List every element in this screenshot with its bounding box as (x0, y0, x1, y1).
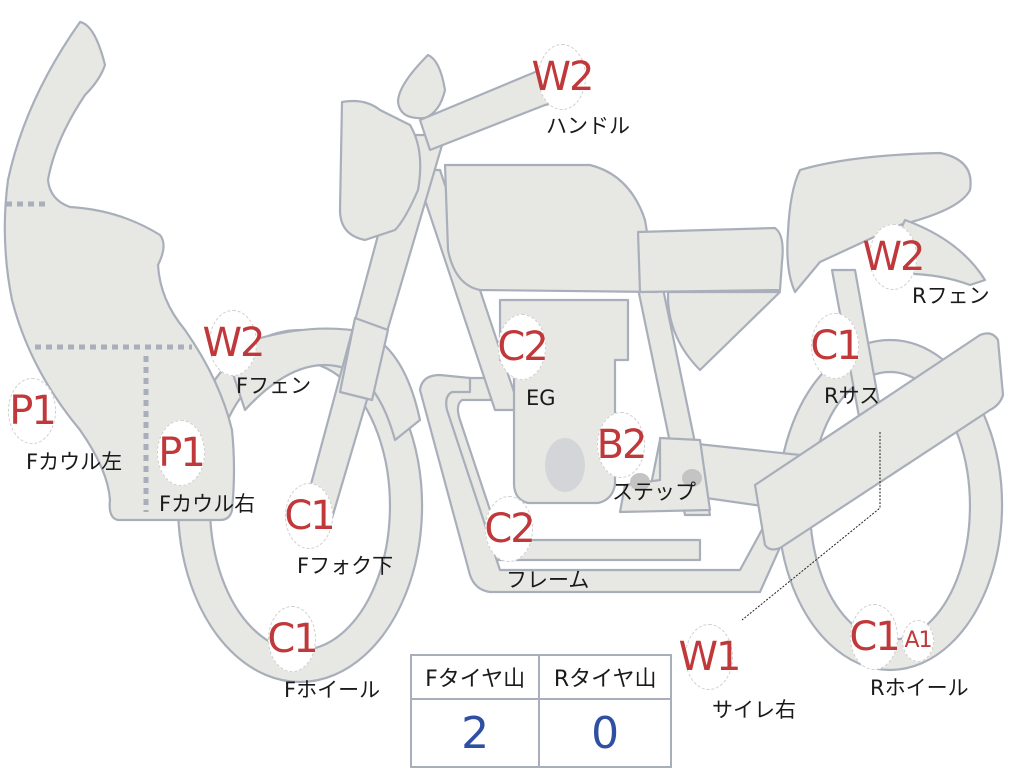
label-r-fender: Rフェン (912, 284, 990, 308)
label-f-fork-lower: Fフォク下 (297, 554, 394, 578)
tire-header-front: Fタイヤ山 (409, 654, 541, 700)
tire-value-rear: 0 (538, 698, 672, 768)
label-frame: フレーム (506, 568, 590, 592)
damage-marker-engine[interactable]: C2 (497, 314, 549, 380)
seat-shape (786, 151, 972, 294)
step-shape (618, 436, 712, 514)
tail-lower-shape (666, 290, 782, 372)
damage-marker-f-fender[interactable]: W2 (203, 310, 266, 376)
label-f-cowl-left: Fカウル左 (26, 450, 123, 474)
damage-marker-handle[interactable]: W2 (532, 44, 595, 110)
engine-cover-shape (545, 438, 585, 492)
front-cowl-shape (3, 20, 236, 522)
damage-marker-r-suspension[interactable]: C1 (810, 313, 862, 379)
mirror-shape (396, 53, 447, 120)
damage-marker-f-fork-lower[interactable]: C1 (284, 483, 336, 549)
damage-marker-f-wheel[interactable]: C1 (267, 606, 319, 672)
label-r-suspension: Rサス (824, 384, 881, 408)
damage-marker-r-wheel-secondary[interactable]: A1 (902, 620, 934, 662)
muffler-shape (753, 332, 1005, 551)
headlight-shape (338, 99, 422, 242)
damage-marker-r-wheel[interactable]: C1 (849, 604, 901, 670)
tire-table-header-row: Fタイヤ山 Rタイヤ山 (409, 654, 672, 700)
label-step: ステップ (612, 480, 696, 504)
step-peg-left (630, 473, 650, 491)
label-f-cowl-right: Fカウル右 (159, 492, 256, 516)
label-silencer-right: サイレ右 (712, 698, 796, 722)
fuel-tank-shape (443, 163, 659, 294)
damage-marker-r-fender[interactable]: W2 (863, 224, 926, 290)
label-f-fender: Fフェン (236, 374, 312, 398)
damage-marker-silencer-right[interactable]: W1 (679, 624, 742, 690)
step-peg-right (682, 469, 702, 487)
label-r-wheel: Rホイール (870, 676, 969, 700)
tire-tread-table: Fタイヤ山 Rタイヤ山 2 0 (409, 654, 672, 768)
label-f-wheel: Fホイール (284, 678, 381, 702)
damage-marker-frame[interactable]: C2 (484, 496, 536, 562)
label-engine: EG (526, 386, 556, 410)
damage-marker-f-cowl-left[interactable]: P1 (8, 378, 57, 444)
tire-table-value-row: 2 0 (409, 698, 672, 768)
side-cover-shape (636, 226, 784, 294)
tire-header-rear: Rタイヤ山 (538, 654, 672, 700)
fork-cover-shape (338, 316, 390, 402)
silencer-leader-line (741, 432, 881, 621)
damage-marker-f-cowl-right[interactable]: P1 (157, 420, 206, 486)
damage-marker-step[interactable]: B2 (597, 412, 647, 478)
frame-bottom-shape (418, 373, 792, 594)
label-handle: ハンドル (546, 114, 630, 138)
tire-value-front: 2 (409, 698, 541, 768)
